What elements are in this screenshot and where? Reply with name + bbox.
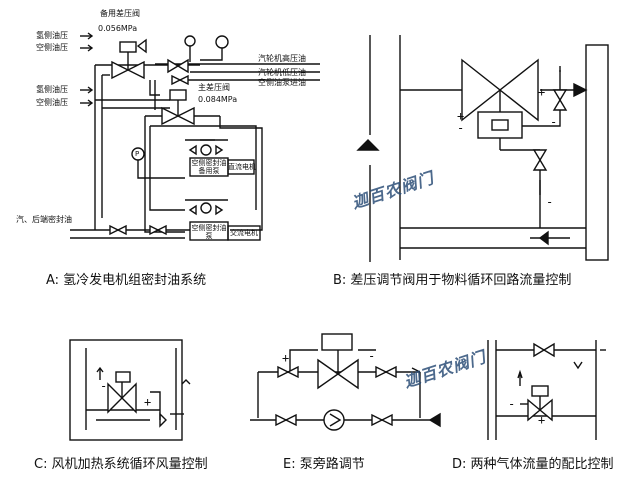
sign-plus-d: + [538, 413, 546, 427]
label-turbine-low: 汽轮机低压油 [258, 68, 306, 77]
caption-d: D: 两种气体流量的配比控制 [452, 457, 614, 472]
caption-b: B: 差压调节阀用于物料循环回路流量控制 [333, 273, 572, 288]
caption-a: A: 氢冷发电机组密封油系统 [46, 273, 207, 288]
label-pressure-main: 0.084MPa [198, 95, 238, 104]
diagram-c-drawing [69, 339, 191, 441]
sign-plus-b-left: + [457, 109, 465, 123]
sign-plus-c: + [144, 395, 152, 409]
caption-c: C: 风机加热系统循环风量控制 [34, 457, 208, 472]
label-main-valve: 主差压阀 [198, 83, 230, 92]
label-air-oil-top: 空侧油压 [36, 43, 68, 52]
label-air-pump-inlet: 空侧油泵进油 [258, 78, 306, 87]
label-seal-oil: 汽、后端密封油 [16, 215, 72, 224]
label-pump-backup: 空侧密封油备用泵 [191, 159, 227, 175]
label-turbine-high: 汽轮机高压油 [258, 54, 306, 63]
sign-minus-b-left: - [457, 121, 465, 135]
sign-minus-b-right: - [550, 115, 558, 129]
sign-plus-e: + [282, 351, 290, 365]
label-pressure-backup: 0.056MPa [98, 24, 138, 33]
sign-minus-e: - [368, 349, 376, 363]
label-gauge-p: P [135, 150, 140, 158]
sign-minus-c: - [100, 379, 108, 393]
label-backup-valve: 备用差压阀 [100, 9, 140, 18]
label-air-oil-mid: 空侧油压 [36, 98, 68, 107]
label-dc-motor: 直流电机 [228, 163, 256, 171]
label-ac-motor: 交流电机 [230, 229, 258, 237]
label-hydrogen-oil-mid: 氢侧油压 [36, 85, 68, 94]
label-pump-main: 空侧密封油泵 [191, 224, 227, 240]
sign-plus-b-right: + [538, 85, 546, 99]
diagram-b-drawing [356, 35, 609, 262]
caption-e: E: 泵旁路调节 [283, 457, 365, 472]
diagram-e-drawing [250, 333, 441, 431]
sign-minus-d: - [508, 397, 516, 411]
diagram-d-drawing [487, 340, 606, 440]
label-hydrogen-oil-top: 氢侧油压 [36, 31, 68, 40]
sign-minus-b-bottom: - [546, 195, 554, 209]
diagram-a-drawing [70, 32, 320, 241]
